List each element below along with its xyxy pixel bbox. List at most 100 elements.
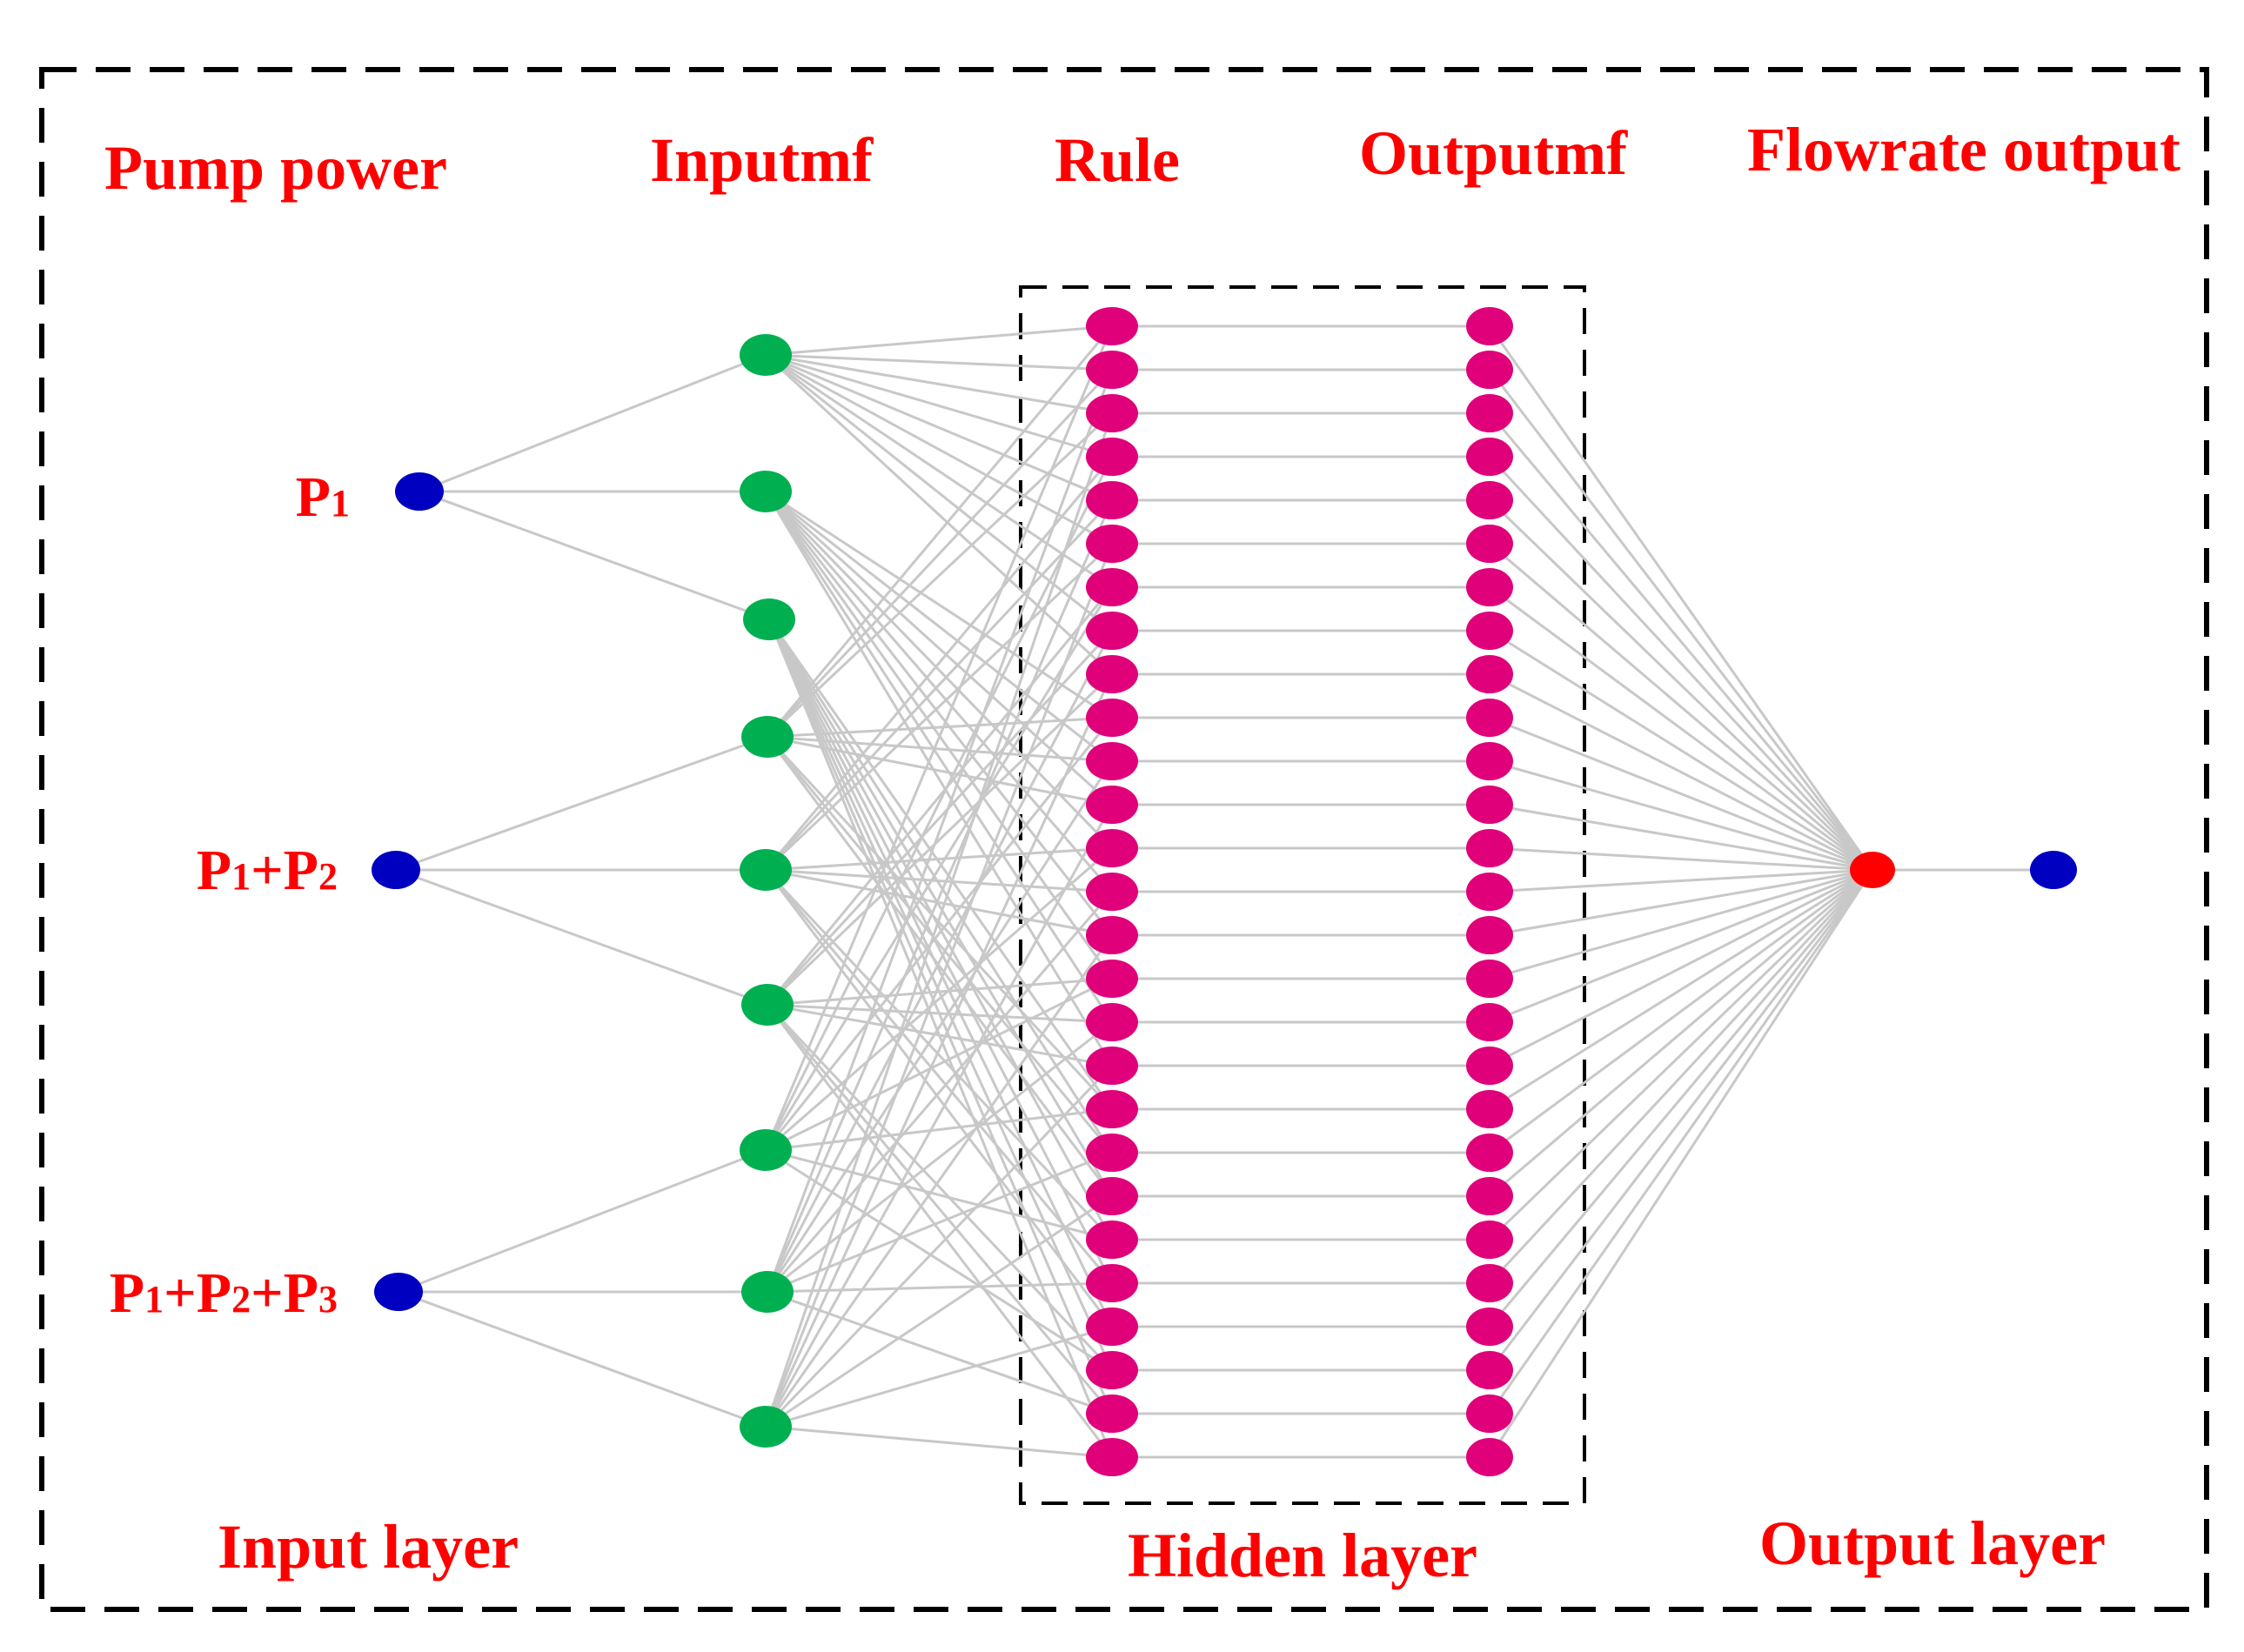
edge-outputmf-to-aggregate bbox=[1489, 846, 1873, 872]
edge-outputmf-to-aggregate bbox=[1489, 585, 1873, 872]
edge-inputmf-to-rule bbox=[764, 869, 1114, 1284]
input-label-subscript: 1 bbox=[331, 482, 350, 525]
edge-inputmf-to-rule bbox=[767, 619, 1114, 1110]
edge-outputmf-to-aggregate bbox=[1489, 542, 1873, 872]
edge-inputmf-to-rule bbox=[765, 868, 1113, 893]
edge-outputmf-to-aggregate bbox=[1488, 869, 1874, 1458]
rule-node bbox=[1086, 1221, 1138, 1259]
edge-inputmf-to-rule bbox=[767, 1281, 1113, 1294]
edge-inputmf-to-rule bbox=[764, 456, 1114, 1151]
rule-node bbox=[1086, 351, 1138, 389]
edge-outputmf-to-aggregate bbox=[1488, 369, 1874, 871]
outputmf-node bbox=[1466, 873, 1513, 911]
edge-outputmf-to-aggregate bbox=[1488, 412, 1874, 871]
edge-inputmf-to-rule bbox=[766, 499, 1114, 1293]
inputmf-node bbox=[740, 1406, 792, 1448]
edge-inputmf-to-rule bbox=[767, 619, 1114, 1284]
outputmf-node bbox=[1466, 1134, 1513, 1172]
outputmf-node bbox=[1466, 1047, 1513, 1085]
edge-outputmf-to-aggregate bbox=[1488, 868, 1874, 1285]
edge-inputmf-to-rule bbox=[764, 673, 1114, 1428]
edge-inputmf-to-rule bbox=[764, 868, 1114, 1241]
inputmf-node bbox=[741, 984, 794, 1026]
edge-inputmf-to-rule bbox=[765, 1425, 1113, 1459]
edge-input-to-inputmf bbox=[395, 735, 768, 872]
outputmf-node bbox=[1466, 1264, 1513, 1302]
rule-node bbox=[1086, 1308, 1138, 1346]
outputmf-node bbox=[1466, 1221, 1513, 1259]
edge-inputmf-to-rule bbox=[767, 619, 1114, 1241]
rule-node bbox=[1086, 1090, 1138, 1128]
inputmf-node bbox=[740, 471, 792, 512]
inputmf-node bbox=[743, 599, 795, 640]
inputmf-node bbox=[740, 334, 792, 376]
edge-inputmf-to-rule bbox=[765, 353, 1113, 371]
rule-node bbox=[1086, 655, 1138, 693]
edge-inputmf-to-rule bbox=[764, 491, 1114, 936]
input-label-subscript: 3 bbox=[318, 1278, 338, 1321]
edge-inputmf-to-rule bbox=[767, 1151, 1113, 1294]
edge-outputmf-to-aggregate bbox=[1488, 869, 1874, 1371]
edge-inputmf-to-rule bbox=[766, 630, 1114, 1293]
inputmf-node bbox=[741, 716, 794, 758]
edge-outputmf-to-aggregate bbox=[1488, 325, 1874, 871]
outputmf-node bbox=[1466, 612, 1513, 650]
edge-inputmf-to-rule bbox=[764, 490, 1114, 850]
edge-inputmf-to-rule bbox=[766, 586, 1114, 1006]
input-label-p1-p2-p3: P1+P2+P3 bbox=[110, 1261, 338, 1325]
edges-group bbox=[395, 324, 2053, 1459]
rule-node bbox=[1086, 1395, 1138, 1433]
edge-inputmf-to-rule bbox=[764, 325, 1114, 1151]
edge-outputmf-to-aggregate bbox=[1489, 868, 1873, 1111]
edge-outputmf-to-aggregate bbox=[1489, 868, 1873, 1067]
edge-inputmf-to-rule bbox=[765, 490, 1113, 719]
edge-inputmf-to-rule bbox=[764, 498, 1114, 872]
edge-outputmf-to-aggregate bbox=[1489, 868, 1873, 937]
edge-inputmf-to-rule bbox=[767, 619, 1114, 1415]
outputmf-node bbox=[1466, 394, 1513, 432]
rule-node bbox=[1086, 873, 1138, 911]
rule-node bbox=[1086, 307, 1138, 345]
outputmf-node bbox=[1466, 568, 1513, 606]
edge-outputmf-to-aggregate bbox=[1488, 455, 1874, 872]
rule-node bbox=[1086, 1177, 1138, 1215]
edge-inputmf-to-rule bbox=[766, 368, 1114, 739]
header-inputmf: Inputmf bbox=[650, 125, 874, 195]
rule-node bbox=[1086, 612, 1138, 650]
edge-outputmf-to-aggregate bbox=[1489, 868, 1873, 893]
outputmf-node bbox=[1466, 699, 1513, 737]
input-label-p1-p2: P1+P2 bbox=[197, 839, 338, 902]
outputmf-node bbox=[1466, 1395, 1513, 1433]
outputmf-node bbox=[1466, 1177, 1513, 1215]
edge-inputmf-to-rule bbox=[767, 619, 1114, 1154]
edge-input-to-inputmf bbox=[419, 353, 767, 493]
rule-node bbox=[1086, 960, 1138, 998]
rule-node bbox=[1086, 1134, 1138, 1172]
edge-inputmf-to-rule bbox=[764, 491, 1114, 893]
edge-inputmf-to-rule bbox=[765, 977, 1113, 1152]
edge-inputmf-to-rule bbox=[767, 619, 1114, 1328]
edge-inputmf-to-rule bbox=[767, 619, 1114, 1458]
input-label-part: P bbox=[296, 465, 331, 529]
input-label-part: P bbox=[110, 1261, 144, 1325]
edge-inputmf-to-rule bbox=[764, 412, 1114, 1428]
edge-inputmf-to-rule bbox=[764, 491, 1114, 1023]
input-label-part: +P bbox=[251, 1261, 318, 1325]
edge-inputmf-to-rule bbox=[765, 353, 1113, 415]
edge-inputmf-to-rule bbox=[764, 491, 1114, 980]
edge-outputmf-to-aggregate bbox=[1489, 868, 1873, 1024]
layer-label-input: Input layer bbox=[218, 1512, 519, 1582]
header-flowrate-output: Flowrate output bbox=[1747, 115, 2180, 184]
input-label-part: +P bbox=[251, 839, 318, 902]
rule-node bbox=[1086, 568, 1138, 606]
edge-inputmf-to-rule bbox=[764, 869, 1114, 1328]
outputmf-node bbox=[1466, 438, 1513, 476]
layer-label-output: Output layer bbox=[1759, 1508, 2106, 1578]
edge-inputmf-to-rule bbox=[765, 353, 1113, 589]
edge-inputmf-to-rule bbox=[764, 543, 1114, 1428]
edge-inputmf-to-rule bbox=[766, 736, 1114, 1154]
edge-inputmf-to-rule bbox=[765, 353, 1113, 502]
edge-outputmf-to-aggregate bbox=[1489, 868, 1873, 980]
rule-node bbox=[1086, 916, 1138, 954]
header-rule: Rule bbox=[1055, 125, 1180, 195]
